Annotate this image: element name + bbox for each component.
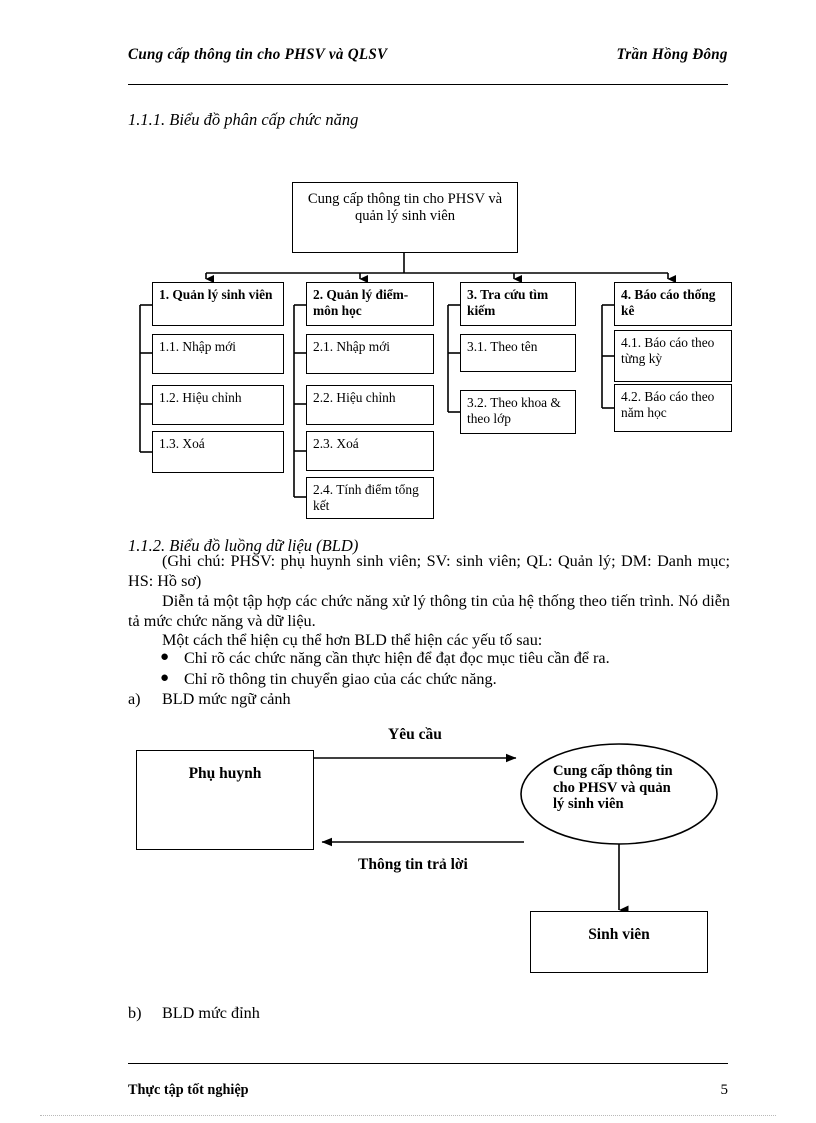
running-header: Cung cấp thông tin cho PHSV và QLSV Trần… [128,46,728,70]
fdd-node-3-2: 3.2. Theo khoa & theo lớp [460,390,576,434]
fdd-node-2: 2. Quản lý điểm- môn học [306,282,434,326]
fdd-root-node: Cung cấp thông tin cho PHSV và quản lý s… [292,182,518,253]
alpha-text-b: BLD mức đỉnh [162,1004,260,1022]
aspects-bullet-list: ● Chỉ rõ các chức năng cần thực hiện để … [128,648,730,690]
list-item: ● Chỉ rõ thông tin chuyển giao của các c… [128,669,730,690]
note-paragraph: (Ghi chú: PHSV: phụ huynh sinh viên; SV:… [128,552,730,591]
function-decomposition-diagram: Cung cấp thông tin cho PHSV và quản lý s… [0,0,816,540]
fdd-node-4-2: 4.2. Báo cáo theo năm học [614,384,732,432]
fdd-node-1-2: 1.2. Hiệu chỉnh [152,385,284,425]
alpha-item-a: a) BLD mức ngữ cảnh [128,690,291,709]
flow-label-response: Thông tin trả lời [358,856,468,873]
fdd-node-1-3: 1.3. Xoá [152,431,284,473]
page-edge-line [40,1115,776,1116]
heading-section-1-1-1: 1.1.1. Biểu đồ phân cấp chức năng [128,110,359,129]
dfd-connectors [314,743,718,915]
alpha-marker-b: b) [128,1004,142,1022]
process-label: Cung cấp thông tin cho PHSV và quản lý s… [553,763,673,812]
context-data-flow-diagram: Phụ huynh Cung cấp thông tin cho PHSV và… [0,700,816,1000]
bullet-dot-icon: ● [160,649,170,665]
fdd-node-4-1: 4.1. Báo cáo theo từng kỳ [614,330,732,382]
fdd-connectors [139,253,676,498]
fdd-node-2-3: 2.3. Xoá [306,431,434,471]
fdd-node-1-1: 1.1. Nhập mới [152,334,284,374]
fdd-node-3: 3. Tra cứu tìm kiếm [460,282,576,326]
bullet-text: Chỉ rõ các chức năng cần thực hiện để đạ… [184,649,610,667]
fdd-node-2-4: 2.4. Tính điểm tổng kết [306,477,434,519]
fdd-node-3-1: 3.1. Theo tên [460,334,576,372]
fdd-node-4: 4. Báo cáo thống kê [614,282,732,326]
flow-label-request: Yêu cầu [388,726,442,743]
aspects-intro-paragraph: Một cách thể hiện cụ thể hơn BLD thể hiệ… [128,631,730,651]
fdd-node-2-1: 2.1. Nhập mới [306,334,434,374]
footer-rule [128,1063,728,1064]
bullet-dot-icon: ● [160,670,170,686]
page-number: 5 [720,1082,729,1098]
bullet-text: Chỉ rõ thông tin chuyển giao của các chứ… [184,670,497,688]
external-entity-student: Sinh viên [530,911,708,973]
heading-section-1-1-2: 1.1.2. Biểu đồ luồng dữ liệu (BLD) [128,536,359,555]
header-rule [128,84,728,85]
alpha-marker-a: a) [128,690,141,708]
alpha-item-b: b) BLD mức đỉnh [128,1004,260,1023]
list-item: ● Chỉ rõ các chức năng cần thực hiện để … [128,648,730,669]
fdd-node-1: 1. Quản lý sinh viên [152,282,284,326]
alpha-text-a: BLD mức ngữ cảnh [162,690,291,708]
description-paragraph: Diễn tả một tập hợp các chức năng xử lý … [128,592,730,631]
note-text: (Ghi chú: PHSV: phụ huynh sinh viên; SV:… [128,552,730,590]
external-entity-parent: Phụ huynh [136,750,314,850]
description-text: Diễn tả một tập hợp các chức năng xử lý … [128,592,730,630]
footer-title: Thực tập tốt nghiệp [128,1082,249,1098]
header-author-right: Trần Hồng Đông [616,46,728,63]
header-title-left: Cung cấp thông tin cho PHSV và QLSV [128,46,388,63]
fdd-node-2-2: 2.2. Hiệu chỉnh [306,385,434,425]
aspects-intro-text: Một cách thể hiện cụ thể hơn BLD thể hiệ… [162,631,543,649]
